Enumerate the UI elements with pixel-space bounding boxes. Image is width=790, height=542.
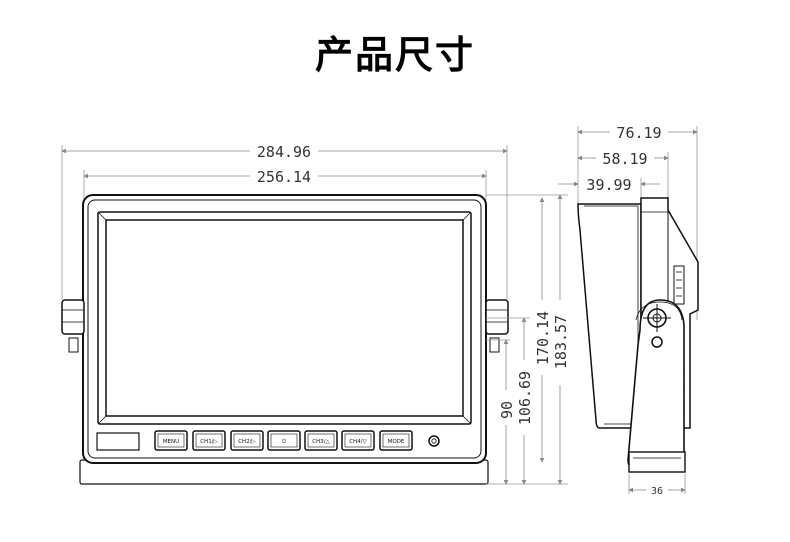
dim-depths: 76.19 58.19 39.99 [558,124,698,320]
dim-label-height-low: 90 [498,401,516,419]
dim-overall-width: 284.96 [61,143,508,300]
button-label: CH4/▽ [349,439,367,445]
power-led [428,435,440,447]
front-screen [97,211,472,425]
button-menu[interactable]: MENU [154,430,188,451]
page-title: 产品尺寸 [314,33,475,77]
dim-bracket-width: 36 [628,474,686,497]
button-ch3[interactable]: CH3/△ [304,430,338,451]
button-label: MODE [388,439,405,445]
button-mode[interactable]: MODE [379,430,413,451]
dim-label-height-total: 183.57 [552,315,570,369]
dim-label-height-bezel: 170.14 [534,311,552,365]
power-icon: ⏻ [282,438,287,445]
left-knob [61,299,85,353]
dim-label-bezel-width: 256.14 [257,168,311,186]
side-foot [628,451,686,473]
bracket-screw-icon [651,336,663,348]
button-label: CH3/△ [312,439,330,445]
dim-label-overall-width: 284.96 [257,143,311,161]
dim-label-depth-total: 76.19 [616,124,661,142]
front-view: 284.96 256.14 [61,143,570,485]
dim-label-bracket-width: 36 [651,486,663,497]
button-ch4[interactable]: CH4/▽ [341,430,375,451]
side-view: 76.19 58.19 39.99 [558,124,699,497]
side-housing [577,203,642,429]
ir-window [96,432,140,451]
dim-label-height-mid: 106.69 [516,371,534,425]
dim-label-depth-small: 39.99 [586,176,631,194]
button-label: CH2/▷ [238,439,256,445]
side-vents [673,265,685,305]
button-label: MENU [163,439,179,445]
dim-bezel-width: 256.14 [83,168,487,200]
right-knob [485,299,509,353]
button-ch1[interactable]: CH1/▷ [192,430,226,451]
dim-label-depth-mid: 58.19 [602,150,647,168]
button-power[interactable]: ⏻ [267,430,301,451]
button-ch2[interactable]: CH2/▷ [230,430,264,451]
dim-heights: 183.57 170.14 106.69 90 [486,194,570,485]
button-label: CH1/▷ [200,439,218,445]
